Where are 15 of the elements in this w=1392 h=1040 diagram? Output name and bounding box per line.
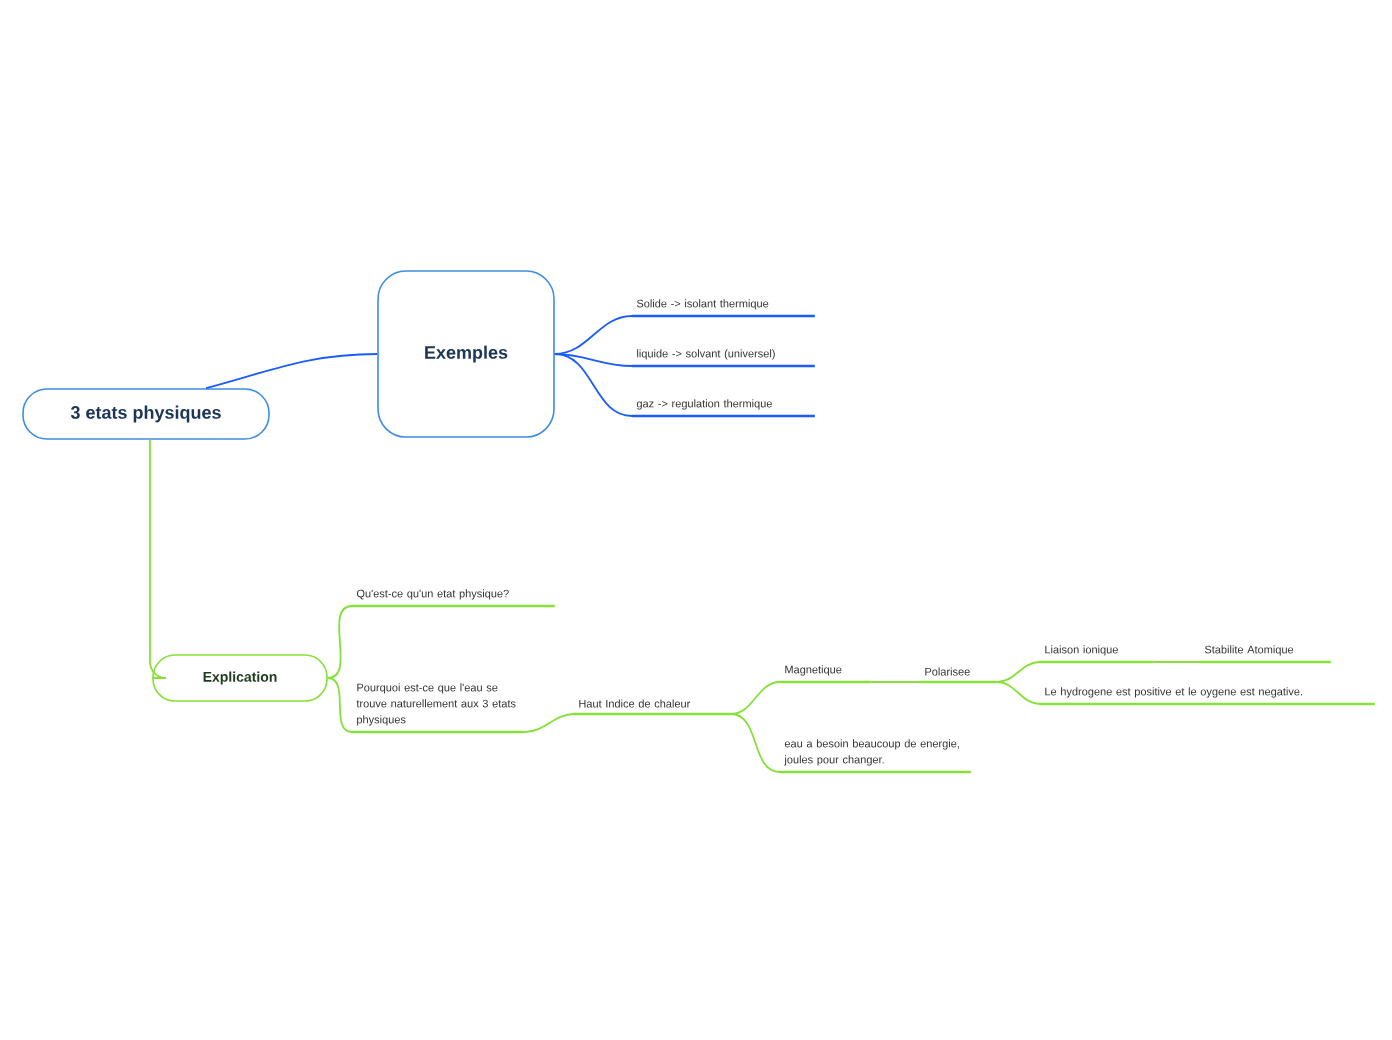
connector <box>995 661 1041 683</box>
connector <box>729 713 781 773</box>
connector <box>729 681 781 715</box>
connector <box>553 353 633 367</box>
connector <box>553 353 633 417</box>
connector <box>1151 661 1201 663</box>
connector <box>326 677 353 733</box>
connector <box>869 681 921 683</box>
connector <box>149 438 167 679</box>
connector <box>523 713 575 733</box>
connector <box>326 605 353 679</box>
connector <box>995 681 1041 705</box>
topic-box: Exemples <box>377 270 555 438</box>
topic-box: 3 etats physiques <box>22 388 270 440</box>
connector <box>205 353 379 390</box>
